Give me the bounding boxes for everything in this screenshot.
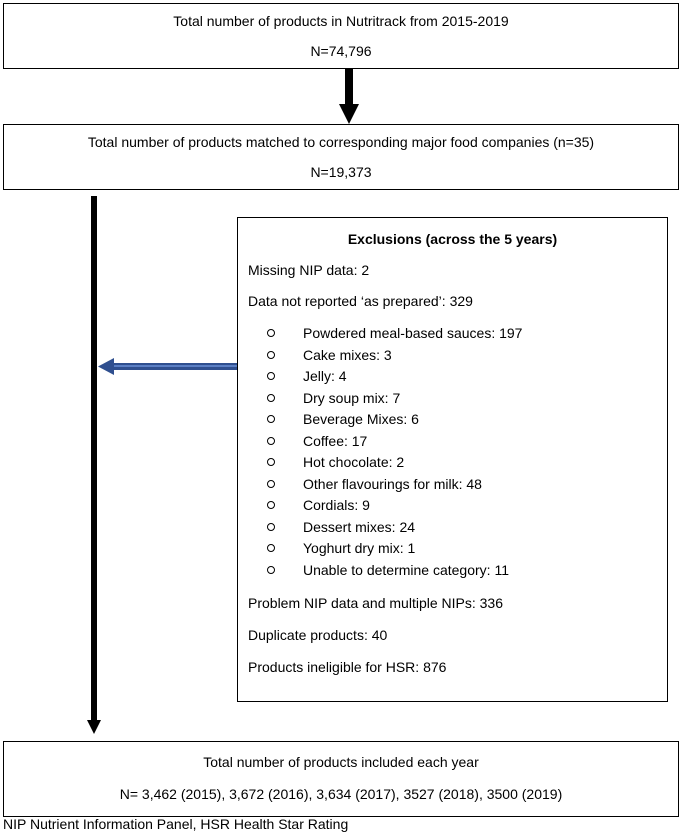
bullet-icon — [267, 523, 275, 531]
exclusions-box: Exclusions (across the 5 years) Missing … — [237, 217, 668, 702]
arrow-top-to-matched — [339, 69, 359, 124]
final-products-box: Total number of products included each y… — [3, 741, 679, 817]
bullet-icon — [267, 480, 275, 488]
footnote: NIP Nutrient Information Panel, HSR Heal… — [3, 816, 349, 832]
final-products-title: Total number of products included each y… — [203, 754, 479, 770]
bullet-icon — [267, 458, 275, 466]
exclusions-heading: Exclusions (across the 5 years) — [347, 231, 558, 247]
matched-products-box: Total number of products matched to corr… — [3, 124, 679, 190]
not-reported-text: Data not reported ‘as prepared’: 329 — [248, 293, 473, 309]
missing-nip-text: Missing NIP data: 2 — [248, 262, 370, 278]
matched-products-count: N=19,373 — [310, 164, 372, 180]
arrow-matched-to-final — [87, 196, 101, 734]
problem-nip-text: Problem NIP data and multiple NIPs: 336 — [248, 595, 503, 611]
arrow-exclusions — [98, 358, 237, 375]
total-products-count: N=74,796 — [310, 43, 372, 59]
bullet-icon — [267, 415, 275, 423]
bullet-icon — [267, 544, 275, 552]
bullet-icon — [267, 394, 275, 402]
bullet-icon — [267, 351, 275, 359]
duplicates-text: Duplicate products: 40 — [248, 627, 388, 643]
bullet-icon — [267, 437, 275, 445]
total-products-title: Total number of products in Nutritrack f… — [173, 13, 509, 29]
bullet-icon — [267, 372, 275, 380]
final-products-counts: N= 3,462 (2015), 3,672 (2016), 3,634 (20… — [119, 786, 563, 802]
total-products-box: Total number of products in Nutritrack f… — [3, 3, 679, 69]
matched-products-title: Total number of products matched to corr… — [87, 134, 595, 150]
bullet-icon — [267, 501, 275, 509]
ineligible-text: Products ineligible for HSR: 876 — [248, 659, 447, 675]
bullet-icon — [267, 566, 275, 574]
bullet-icon — [267, 329, 275, 337]
